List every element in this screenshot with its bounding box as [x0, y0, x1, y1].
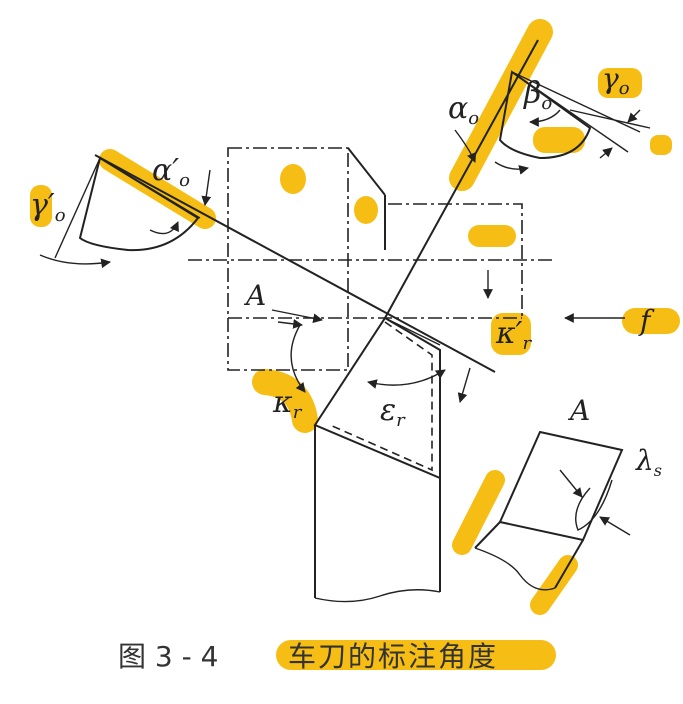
edge-lines — [94, 39, 539, 373]
section-a-marker: A — [243, 279, 266, 312]
lambda-s-label: λs — [635, 444, 662, 480]
epsilon-r-label: εr — [380, 393, 406, 431]
kappa-r-prime-label: κ′r — [495, 316, 532, 354]
section-a-title: A — [567, 394, 590, 427]
tool-body — [313, 147, 441, 603]
angle-labels: α′o γ′o αo βo γo A κr κ′r εr A λs f — [30, 62, 662, 480]
beta-o-label: βo — [523, 76, 552, 114]
section-a-inset — [474, 430, 631, 591]
gamma-o-prime-label: γ′o — [30, 188, 66, 226]
left-section — [39, 156, 212, 269]
reference-lines — [188, 147, 555, 371]
tool-angle-arcs — [271, 270, 625, 403]
figure-number: 图 3 - 4 — [118, 640, 218, 673]
right-section — [454, 70, 651, 175]
alpha-o-label: αo — [448, 91, 479, 129]
kappa-r-label: κr — [272, 385, 303, 423]
figure-caption: 图 3 - 4 车刀的标注角度 — [118, 640, 498, 673]
alpha-o-prime-label: α′o — [152, 153, 190, 191]
figure-title: 车刀的标注角度 — [288, 640, 498, 673]
gamma-o-label: γo — [602, 62, 630, 99]
highlighter-marks — [30, 19, 680, 670]
